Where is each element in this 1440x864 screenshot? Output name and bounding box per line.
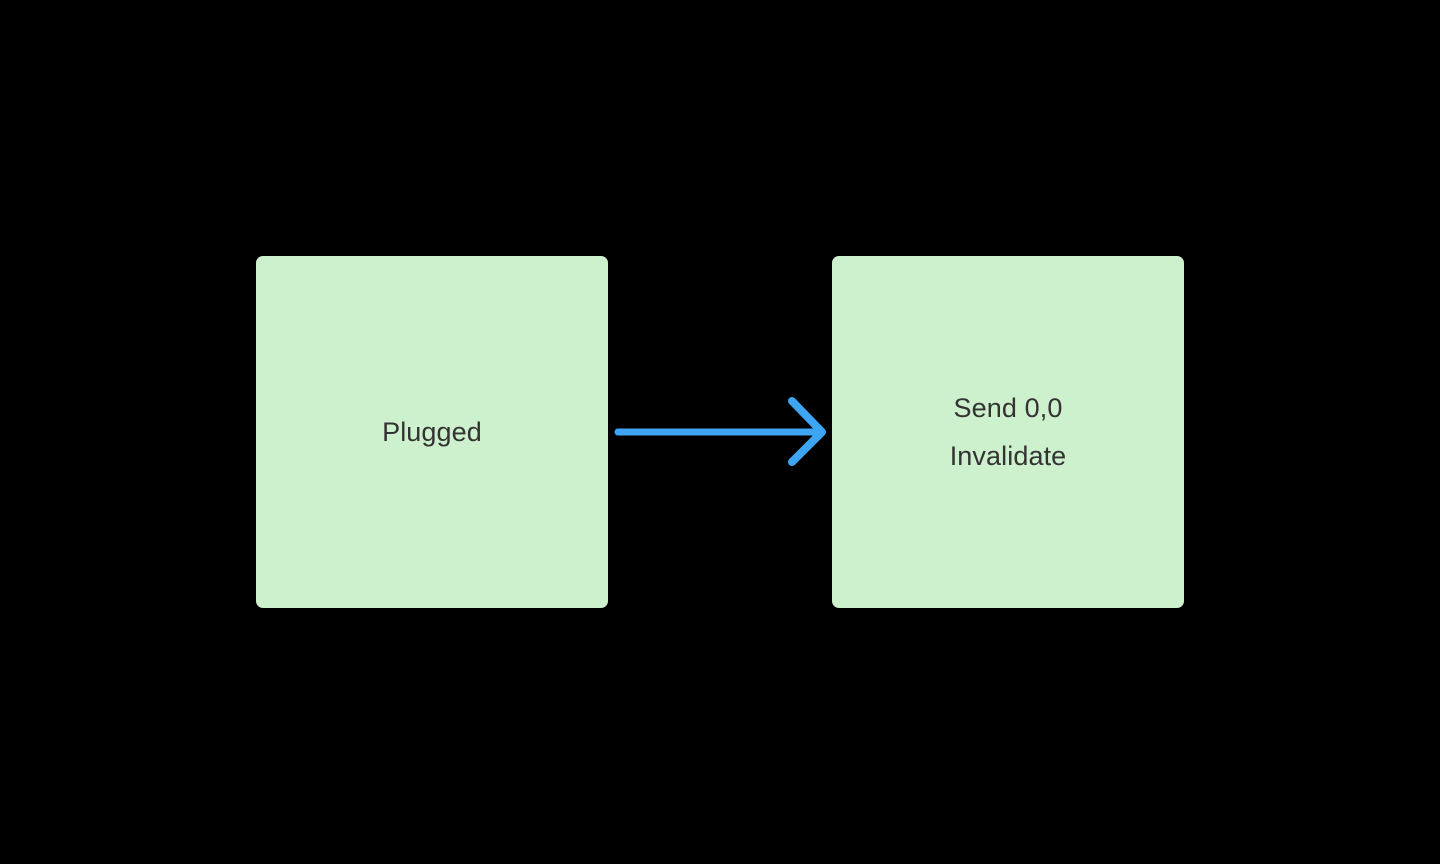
arrow-head-icon xyxy=(788,397,826,466)
node-send-invalidate-line-2: Invalidate xyxy=(949,441,1067,471)
node-send-invalidate-line-1: Send 0,0 xyxy=(953,393,1063,423)
edge-plugged-to-send-invalidate[interactable] xyxy=(614,397,826,466)
node-plugged[interactable]: Plugged xyxy=(256,256,608,608)
node-send-invalidate[interactable]: Send 0,0 Invalidate xyxy=(832,256,1184,608)
node-plugged-line-1: Plugged xyxy=(382,417,482,447)
